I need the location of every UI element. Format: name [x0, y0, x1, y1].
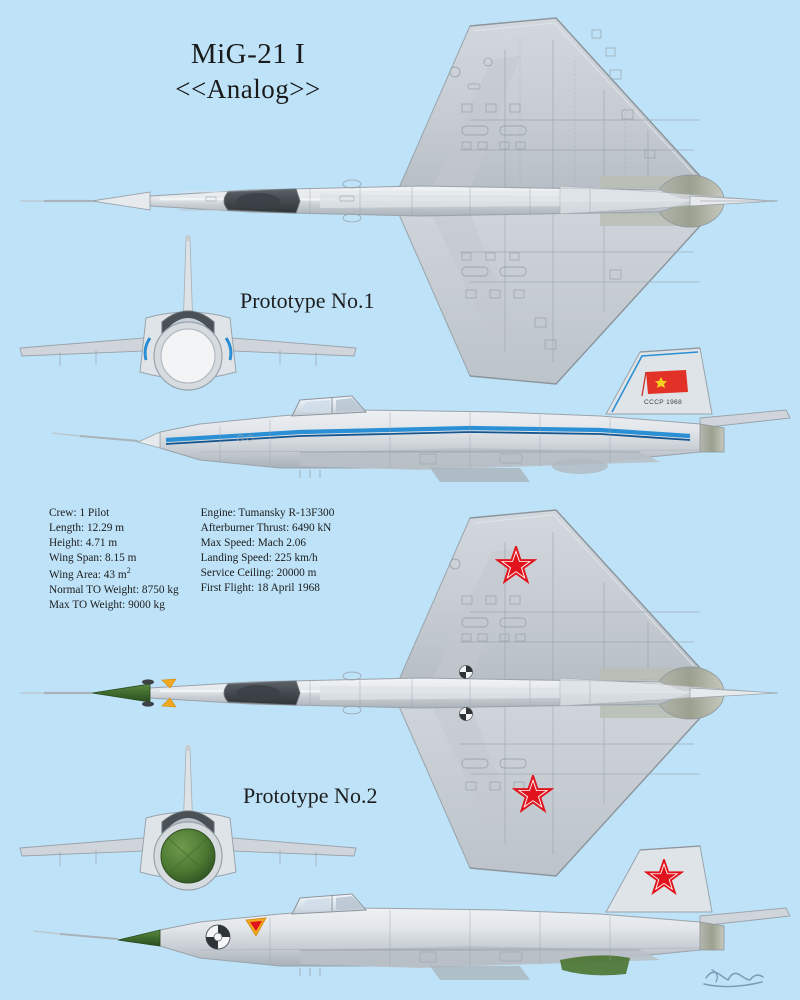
spec-row-right-1: Afterburner Thrust: 6490 kN [201, 521, 335, 536]
spec-key: Max Speed: [200, 537, 258, 550]
spec-value: 18 April 1968 [257, 582, 320, 595]
svg-text:CCCP 1968: CCCP 1968 [644, 399, 682, 406]
proto1-planform-view [20, 17, 779, 385]
spec-key: First Flight: [200, 582, 258, 595]
spec-key: Landing Speed: [200, 552, 275, 565]
spec-key: Max TO Weight: [49, 599, 129, 612]
spec-row-left-4: Wing Area: 43 m2 [49, 566, 179, 583]
spec-value: 8.15 m [105, 552, 137, 565]
fuselage-emblem-planform [459, 665, 473, 721]
spec-value: 43 m2 [103, 566, 131, 582]
spec-row-left-6: Max TO Weight: 9000 kg [49, 598, 179, 613]
spec-row-left-2: Height: 4.71 m [49, 536, 179, 551]
page-subtitle: <<Analog>> [175, 74, 321, 105]
spec-value: 4.71 m [85, 537, 118, 550]
spec-row-right-3: Landing Speed: 225 km/h [201, 551, 335, 566]
spec-row-left-5: Normal TO Weight: 8750 kg [49, 583, 179, 598]
warning-triangle [245, 917, 267, 937]
spec-value: 6490 kN [292, 522, 332, 535]
proto1-side-view: CCCP 1968 [51, 347, 791, 482]
spec-row-left-1: Length: 12.29 m [49, 521, 179, 536]
spec-value: 8750 kg [141, 584, 179, 597]
spec-row-right-0: Engine: Tumansky R-13F300 [201, 506, 335, 521]
spec-key: Normal TO Weight: [49, 584, 142, 597]
spec-value: 1 Pilot [79, 507, 110, 519]
soviet-flag-marking [641, 370, 688, 397]
spec-row-left-0: Crew: 1 Pilot [49, 506, 179, 521]
caption-prototype-1: Prototype No.1 [240, 288, 375, 313]
spec-row-right-5: First Flight: 18 April 1968 [201, 581, 335, 596]
spec-key: Length: [49, 522, 87, 535]
spec-key: Height: [49, 537, 86, 550]
spec-value: Mach 2.06 [257, 537, 307, 550]
title-block: MiG-21 I <<Analog>> [108, 38, 388, 106]
proto2-front-view [19, 745, 357, 891]
spec-key: Wing Span: [49, 552, 106, 565]
caption-prototype-2: Prototype No.2 [243, 783, 378, 808]
spec-key: Afterburner Thrust: [200, 522, 293, 535]
spec-row-right-4: Service Ceiling: 20000 m [201, 566, 335, 581]
spec-value: 12.29 m [86, 522, 124, 535]
warning-markings [142, 678, 177, 708]
proto2-side-view [33, 845, 791, 980]
spec-value: 9000 kg [128, 599, 165, 612]
proto1-front-view [19, 235, 357, 391]
proto2-planform-view [20, 509, 779, 877]
spec-row-left-3: Wing Span: 8.15 m [49, 551, 179, 566]
artist-signature [703, 969, 764, 988]
spec-key: Crew: [49, 507, 80, 519]
fuselage-emblem-side [205, 924, 231, 950]
spec-value: 20000 m [276, 567, 317, 580]
spec-value: 225 km/h [274, 552, 318, 565]
page-title: MiG-21 I [190, 38, 306, 70]
spec-key: Engine: [200, 507, 239, 519]
spec-value: Tumansky R-13F300 [238, 507, 335, 519]
spec-key: Wing Area: [49, 569, 104, 582]
spec-row-right-2: Max Speed: Mach 2.06 [201, 536, 335, 551]
spec-key: Service Ceiling: [200, 567, 277, 580]
